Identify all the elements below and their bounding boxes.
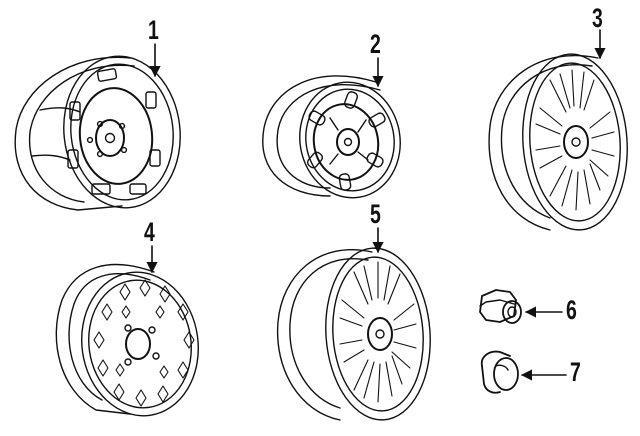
- lug-nut: [479, 289, 522, 324]
- wheel-4: [55, 263, 200, 417]
- callout-2: 2: [370, 29, 381, 59]
- lug-nut-cap: [480, 350, 519, 394]
- callout-7: 7: [570, 357, 581, 387]
- wheel-5: [276, 247, 431, 421]
- callout-1: 1: [148, 15, 159, 45]
- callout-5: 5: [370, 199, 381, 229]
- callout-6: 6: [566, 295, 577, 325]
- wheel-1: [14, 55, 181, 211]
- wheel-2: [262, 75, 401, 199]
- leader-lines: [146, 29, 606, 381]
- callout-3: 3: [592, 3, 603, 33]
- wheel-3: [488, 53, 628, 231]
- callout-4: 4: [144, 217, 155, 247]
